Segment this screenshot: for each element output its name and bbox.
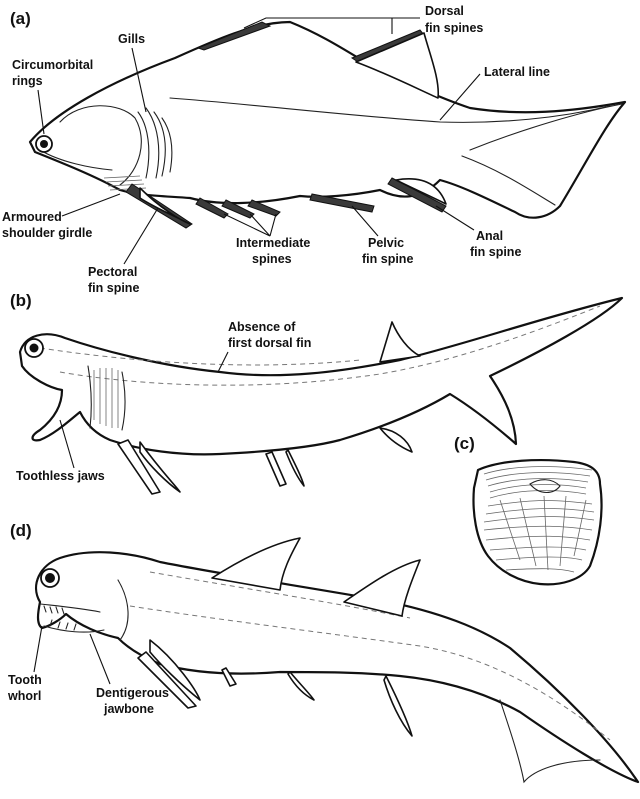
scale-outline <box>472 458 603 586</box>
panel-d: (d) Tooth whorl Dentigerous jawb <box>7 521 640 784</box>
fish-b-pectoral-fin <box>117 439 161 495</box>
fish-a-operculum <box>59 105 142 186</box>
fish-d-jaw <box>43 625 105 633</box>
panel-d-letter: (d) <box>10 521 32 540</box>
fish-b-gill-hatch <box>87 365 126 431</box>
leader-intermediate <box>223 213 277 237</box>
panel-a-letter: (a) <box>10 9 31 28</box>
fish-d-body <box>34 551 640 784</box>
fish-d-mouth-upper <box>39 603 101 613</box>
fish-a-gills <box>137 107 173 179</box>
fish-a-dorsal-spine-1 <box>196 21 272 51</box>
label-armoured-1: Armoured <box>2 210 62 224</box>
leader-dentigerous <box>89 633 111 685</box>
fish-b-lateral-line <box>59 305 601 386</box>
label-pelvic-2: fin spine <box>362 252 413 266</box>
leader-circumorbital <box>37 89 45 135</box>
leader-gills <box>131 47 147 113</box>
label-circumorbital-2: rings <box>12 74 43 88</box>
label-toothless: Toothless jaws <box>16 469 105 483</box>
fish-b-dorsal-fin <box>379 321 421 363</box>
leader-dorsal <box>243 17 420 34</box>
fish-d-second-dorsal-fin <box>343 559 421 617</box>
fish-a-jaw <box>39 149 113 171</box>
scale-growth-rings <box>483 466 595 573</box>
fish-d-pelvic-fin <box>287 671 315 701</box>
label-intermediate-1: Intermediate <box>236 236 310 250</box>
leader-absence <box>217 351 229 373</box>
fish-b-dorsal-dash <box>39 347 361 366</box>
label-lateral-line: Lateral line <box>484 65 550 79</box>
fish-a-body <box>28 20 627 219</box>
label-dentigerous-1: Dentigerous <box>96 686 169 700</box>
panel-b: (b) Absence of first dorsal fin Toot <box>10 291 624 495</box>
fish-d-operculum <box>117 579 129 641</box>
fish-a-intermediate-spine-1 <box>195 197 229 219</box>
label-absence-1: Absence of <box>228 320 296 334</box>
fish-b-pelvic-fin <box>285 449 305 487</box>
label-armoured-2: shoulder girdle <box>2 226 92 240</box>
label-pelvic-1: Pelvic <box>368 236 404 250</box>
fish-d-pectoral-fin <box>137 651 197 709</box>
fish-a-intermediate-spine-2 <box>221 199 255 219</box>
fish-a-eye <box>40 140 48 148</box>
fish-d-first-dorsal-fin <box>211 537 301 591</box>
fish-b-body <box>18 296 624 456</box>
fish-a-pectoral-fin <box>139 187 191 225</box>
leader-pelvic <box>351 205 379 237</box>
label-anal-1: Anal <box>476 229 503 243</box>
leader-pectoral <box>123 207 159 265</box>
panel-c: (c) <box>454 434 603 586</box>
panel-a: (a) <box>2 4 627 295</box>
fish-a-anal-spine <box>387 177 447 213</box>
label-gills: Gills <box>118 32 145 46</box>
fish-d-teeth <box>43 605 77 631</box>
leader-armoured <box>61 193 121 217</box>
fish-a-lateral-line <box>169 97 611 123</box>
label-intermediate-2: spines <box>252 252 292 266</box>
fish-b-anal-fin <box>379 427 413 453</box>
leader-anal <box>435 205 475 231</box>
label-absence-2: first dorsal fin <box>228 336 311 350</box>
label-dorsal-2: fin spines <box>425 21 483 35</box>
leader-lateral-line <box>439 73 481 121</box>
fish-d-anal-fin <box>383 675 413 737</box>
fish-d-eye <box>45 573 55 583</box>
fish-d-pectoral-fin-2 <box>149 639 201 701</box>
fish-d-dorsal-dash <box>149 571 411 619</box>
label-pectoral-2: fin spine <box>88 281 139 295</box>
fish-d-tail-lobe <box>499 699 601 784</box>
leader-toothless <box>59 419 75 469</box>
fish-a-anal-fin <box>395 178 447 205</box>
fish-d-intermediate-fin-1 <box>221 667 237 687</box>
label-dentigerous-2: jawbone <box>103 702 154 716</box>
label-dorsal-1: Dorsal <box>425 4 464 18</box>
fish-b-eye <box>29 343 39 353</box>
panel-c-letter: (c) <box>454 434 475 453</box>
fish-a-tail-lobe <box>461 155 556 206</box>
fish-b-intermediate-fin <box>265 451 287 487</box>
fish-a-second-dorsal-fin <box>355 32 440 99</box>
label-circumorbital-1: Circumorbital <box>12 58 93 72</box>
fish-a-pelvic-spine <box>309 193 375 213</box>
label-pectoral-1: Pectoral <box>88 265 137 279</box>
label-anal-2: fin spine <box>470 245 521 259</box>
leader-tooth <box>33 625 43 673</box>
label-tooth-2: whorl <box>7 689 41 703</box>
panel-b-letter: (b) <box>10 291 32 310</box>
label-tooth-1: Tooth <box>8 673 42 687</box>
fish-b-pectoral-fin-2 <box>139 441 181 493</box>
